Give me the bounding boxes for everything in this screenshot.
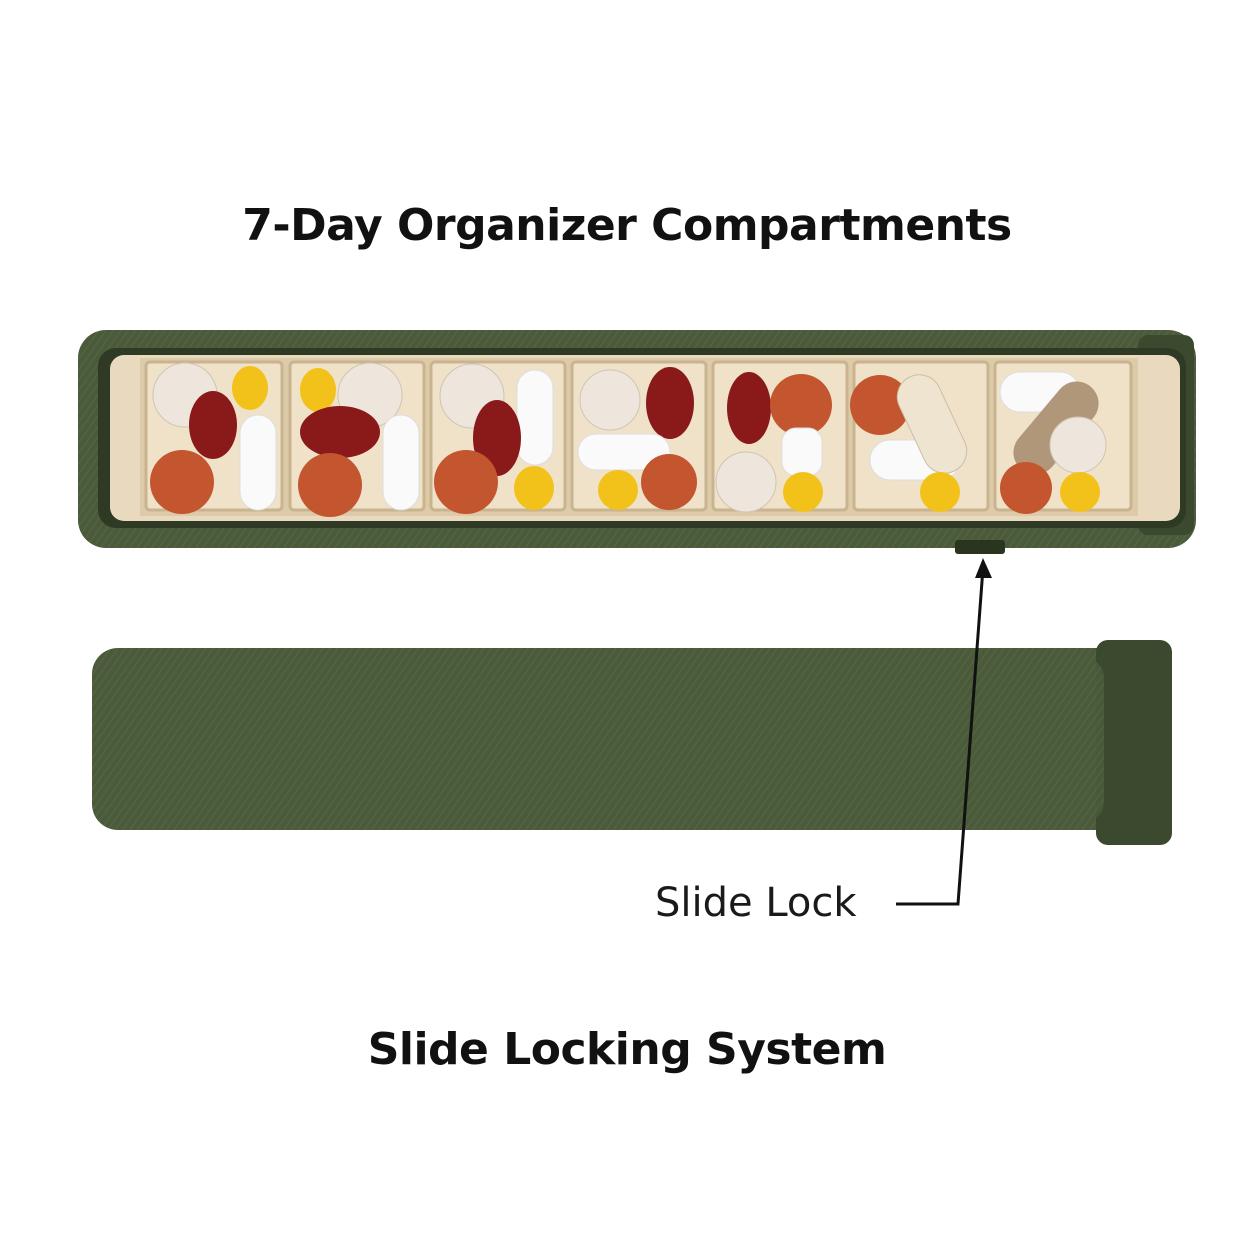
slide-lock-tab <box>955 540 1005 554</box>
slide-lock-callout-arrow <box>896 558 992 906</box>
organizer-lid <box>92 640 1172 845</box>
locking-system-title: Slide Locking System <box>367 1024 887 1075</box>
slide-lock-label: Slide Lock <box>655 880 857 926</box>
organizer-title: 7-Day Organizer Compartments <box>242 200 1012 251</box>
pills <box>150 362 1107 517</box>
